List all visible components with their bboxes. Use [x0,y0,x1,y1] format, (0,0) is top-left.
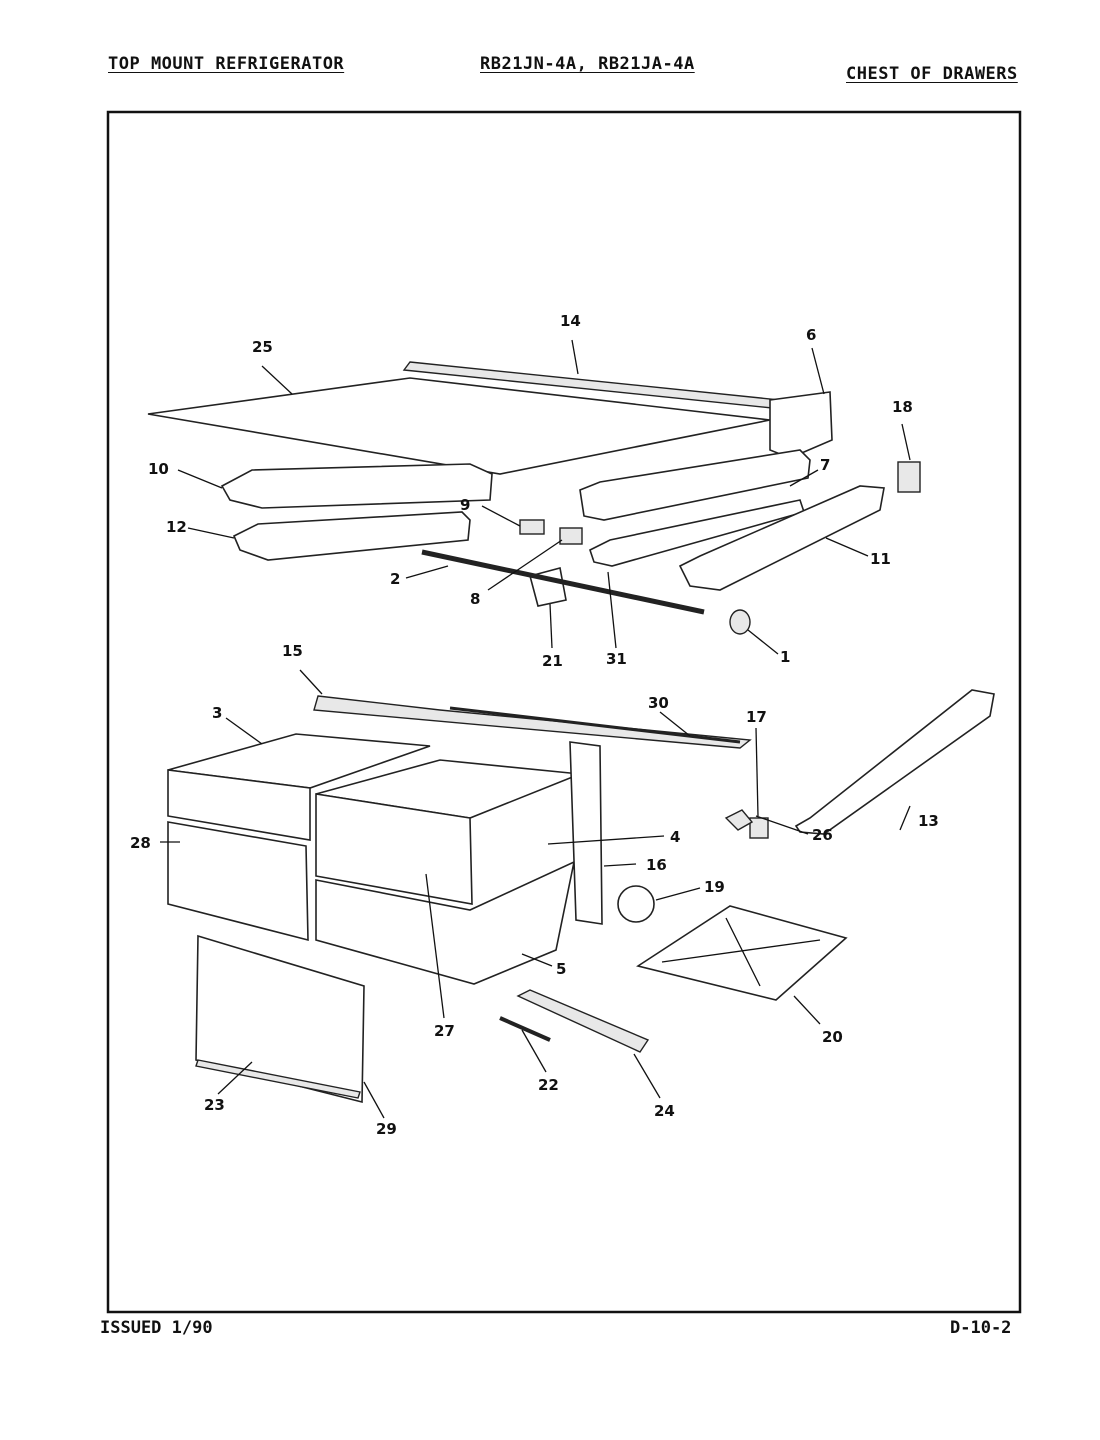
header-section: CHEST OF DRAWERS [846,64,1018,84]
part-right-support [769,391,833,459]
callout-24: 24 [654,1102,675,1120]
callout-9: 9 [460,496,470,514]
part-left-upper-rail [220,463,493,509]
part-left-drawer-lower [167,821,309,942]
part-cover-trim [313,695,752,749]
callout-31: 31 [606,650,627,668]
callout-16: 16 [646,856,667,874]
callout-2: 2 [390,570,400,588]
page-code: D-10-2 [950,1318,1012,1338]
part-rod [421,549,705,615]
callout-29: 29 [376,1120,397,1138]
callout-3: 3 [212,704,222,722]
part-clip-9 [519,519,545,535]
callout-4: 4 [670,828,680,846]
callout-22: 22 [538,1076,559,1094]
part-left-drawer-front [167,769,311,841]
callout-5: 5 [556,960,566,978]
callout-30: 30 [648,694,669,712]
part-right-upper-rail [579,449,811,521]
part-handle-24 [516,989,650,1053]
callout-19: 19 [704,878,725,896]
part-clip-8 [559,527,583,545]
part-right-support-13 [794,689,995,835]
callout-27: 27 [434,1022,455,1040]
part-clip-1 [729,609,751,635]
callout-21: 21 [542,652,563,670]
callout-6: 6 [806,326,816,344]
diagram-border [106,110,1022,1314]
part-clip-17 [749,817,769,839]
issue-date: ISSUED 1/90 [100,1318,213,1338]
callout-8: 8 [470,590,480,608]
callout-7: 7 [820,456,830,474]
part-bracket-18 [897,461,921,493]
part-left-lower-rail [232,511,471,561]
part-right-long-support [678,485,885,591]
callout-25: 25 [252,338,273,356]
part-drawer-front-panel [195,934,365,1104]
callout-18: 18 [892,398,913,416]
callout-10: 10 [148,460,169,478]
part-handle-trim-22 [499,1016,551,1042]
part-cover-frame [636,905,848,1001]
callout-11: 11 [870,550,891,568]
part-trim-strip [195,1059,361,1099]
part-detail-19 [617,885,655,923]
part-right-drawer-pan [315,860,576,985]
callout-1: 1 [780,648,790,666]
part-rod-30 [449,706,741,744]
callout-13: 13 [918,812,939,830]
callout-14: 14 [560,312,581,330]
part-side-frame [569,741,603,925]
callout-26: 26 [812,826,833,844]
callout-12: 12 [166,518,187,536]
callout-23: 23 [204,1096,225,1114]
callout-17: 17 [746,708,767,726]
callout-15: 15 [282,642,303,660]
header-model-numbers: RB21JN-4A, RB21JA-4A [480,54,695,74]
part-right-drawer-front [315,793,473,905]
callout-20: 20 [822,1028,843,1046]
callout-28: 28 [130,834,151,852]
part-clip-26 [724,809,754,831]
header-title: TOP MOUNT REFRIGERATOR [108,54,345,74]
